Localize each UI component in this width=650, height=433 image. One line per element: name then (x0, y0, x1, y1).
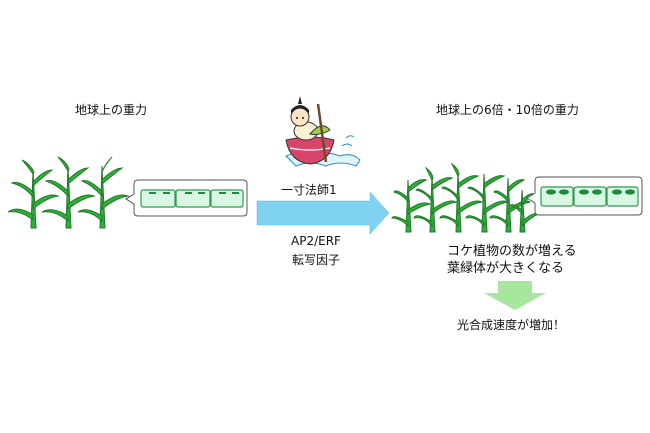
cell-bubble-hypergravity (526, 176, 643, 216)
result-moss-count: コケ植物の数が増える (447, 244, 577, 259)
chloroplasts-large (546, 189, 635, 195)
chloroplasts-small (149, 192, 239, 194)
factor-type-line2: 転写因子 (291, 253, 340, 267)
result-chloroplast-size: 葉緑体が大きくなる (447, 261, 565, 276)
process-arrow (256, 191, 390, 235)
normal-gravity-title: 地球上の重力 (75, 103, 148, 117)
issun-boshi-illustration (285, 96, 361, 167)
result-photosynthesis: 光合成速度が増加！ (457, 318, 566, 332)
cell-row-normal (140, 189, 244, 208)
factor-type-line1: AP2/ERF (291, 234, 341, 248)
moss-plants-hypergravity (391, 162, 540, 233)
cell-row-hypergravity (540, 186, 639, 207)
moss-plants-normal (7, 156, 130, 229)
gene-name-label: 一寸法師1 (281, 183, 337, 197)
cell-bubble-normal (125, 179, 248, 217)
result-arrow (484, 281, 546, 310)
hypergravity-title: 地球上の6倍・10倍の重力 (436, 103, 579, 117)
